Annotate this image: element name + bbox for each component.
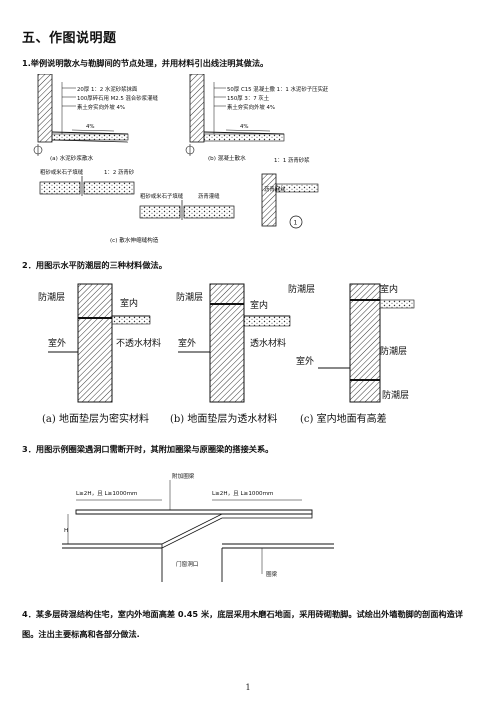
detail-a-cement-apron: 20厚 1：2 水泥砂浆抹面 100厚碎石用 M2.5 混合砂浆灌缝 素土夯实向… — [33, 74, 158, 162]
2b-indoor: 室内 — [250, 299, 268, 311]
2b-outdoor: 室外 — [178, 337, 196, 349]
label-b2: 150厚 3：7 灰土 — [227, 94, 270, 102]
caption-2a: (a) 地面垫层为密实材料 — [42, 412, 149, 425]
question-2: 2．用图示水平防潮层的三种材料做法。 — [22, 260, 167, 270]
2a-material: 不透水材料 — [116, 337, 161, 349]
circle-mark: 1 — [294, 220, 298, 227]
fig3-beam: 圈梁 — [266, 570, 278, 578]
question-1: 1.举例说明散水与勒脚间的节点处理，并用材料引出线注明其做法。 — [22, 58, 269, 68]
caption-c: (c) 散水伸缩缝构造 — [110, 236, 159, 244]
2c-dpc3: 防潮层 — [382, 389, 409, 401]
fig3-right-dim: L≥2H，且 L≥1000mm — [212, 490, 273, 497]
label-a1: 20厚 1：2 水泥砂浆抹面 — [77, 85, 138, 93]
label-b3: 素土夯实向外坡 4% — [227, 103, 275, 111]
slope-a: 4% — [86, 124, 95, 130]
page-number: 1 — [245, 683, 251, 692]
2c-dpc2: 防潮层 — [380, 345, 407, 357]
caption-2b: (b) 地面垫层为透水材料 — [170, 412, 277, 425]
figure-1-apron-details: 20厚 1：2 水泥砂浆抹面 100厚碎石用 M2.5 混合砂浆灌缝 素土夯实向… — [33, 74, 328, 244]
2c-dpc1: 防潮层 — [288, 283, 315, 295]
joint-left-label2: 1：2 沥青砂 — [104, 168, 135, 176]
joint-left-label: 粗砂或米石子填缝 — [40, 168, 84, 176]
fig3-h: H — [64, 528, 68, 534]
slope-b: 4% — [240, 124, 249, 130]
2a-outdoor: 室外 — [48, 337, 66, 349]
right-label2: 沥青麻丝 — [264, 185, 286, 193]
figure-3-ring-beam-lap: 附加圈梁 L≥2H，且 L≥1000mm L≥2H，且 L≥1000mm 门窗洞… — [62, 472, 334, 582]
question-3: 3．用图示例圈梁遇洞口需断开时，其附加圈梁与原圈梁的搭接关系。 — [22, 444, 274, 454]
2b-dpc: 防潮层 — [176, 291, 203, 303]
detail-2b: 防潮层 室内 室外 透水材料 — [176, 283, 291, 403]
label-a3: 素土夯实向外坡 4% — [77, 103, 125, 111]
joint-mid-label: 粗砂或米石子填缝 — [140, 192, 184, 200]
fig3-top-label: 附加圈梁 — [172, 472, 195, 480]
2c-indoor: 室内 — [380, 283, 398, 295]
right-label: 1：1 沥青砂浆 — [274, 156, 310, 164]
caption-a: (a) 水泥砂浆散水 — [50, 154, 94, 162]
joint-mid-label2: 沥青灌缝 — [198, 192, 220, 200]
detail-b-concrete-apron: 50厚 C15 混凝土撒 1：1 水泥砂子压实赶光 150厚 3：7 灰土 素土… — [185, 74, 328, 162]
caption-2c: (c) 室内地面有高差 — [300, 412, 387, 425]
label-b1: 50厚 C15 混凝土撒 1：1 水泥砂子压实赶光 — [227, 85, 328, 93]
page-title: 五、作图说明题 — [22, 31, 117, 46]
2c-outdoor: 室外 — [296, 355, 314, 367]
figure-2-damp-proof-course: 防潮层 室内 室外 不透水材料 防潮层 室内 室外 透水材料 防潮层 室内 防潮… — [38, 283, 415, 425]
2b-material: 透水材料 — [250, 337, 286, 349]
2a-dpc: 防潮层 — [38, 291, 65, 303]
2a-indoor: 室内 — [120, 297, 138, 309]
caption-b: (b) 混凝土散水 — [208, 154, 246, 162]
fig3-left-dim: L≥2H，且 L≥1000mm — [76, 490, 137, 497]
label-a2: 100厚碎石用 M2.5 混合砂浆灌缝 — [77, 94, 158, 102]
question-4: 4．某多层砖混结构住宅，室内外地面高差 0.45 米，底层采用木磨石地面，采用砖… — [22, 609, 463, 639]
detail-2a: 防潮层 室内 室外 不透水材料 — [38, 283, 161, 403]
detail-2c: 防潮层 室内 防潮层 室外 防潮层 — [288, 283, 415, 403]
detail-c-expansion-joint: 粗砂或米石子填缝 1：2 沥青砂 粗砂或米石子填缝 沥青灌缝 (c) 散水伸缩缝… — [39, 156, 319, 244]
fig3-opening: 门窗洞口 — [176, 560, 198, 568]
